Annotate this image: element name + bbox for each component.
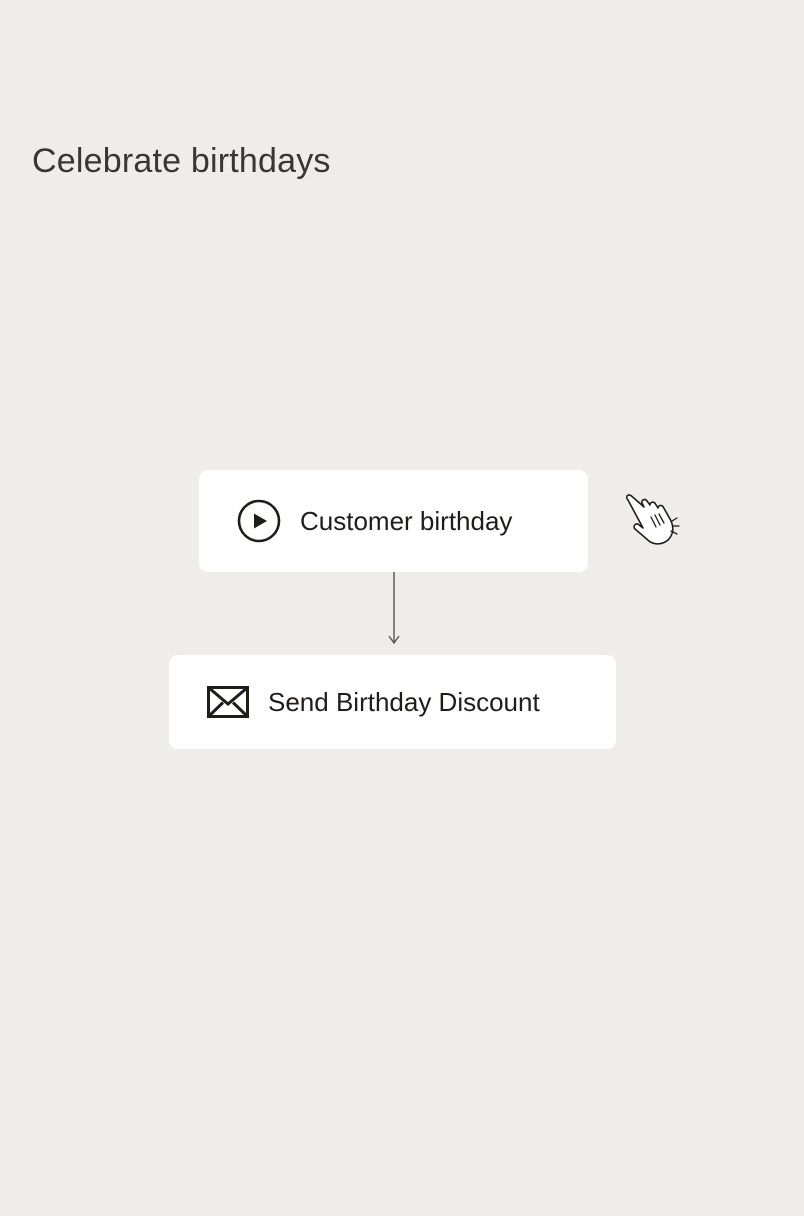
- trigger-node-label: Customer birthday: [300, 505, 513, 536]
- envelope-icon: [207, 686, 249, 718]
- action-node-label: Send Birthday Discount: [268, 686, 540, 717]
- play-circle-icon: [237, 499, 281, 543]
- action-node-send-birthday-discount[interactable]: Send Birthday Discount: [169, 655, 616, 749]
- arrow-down-icon: [388, 572, 400, 645]
- hand-pointer-icon: [625, 494, 680, 545]
- trigger-node-customer-birthday[interactable]: Customer birthday: [199, 470, 588, 572]
- page-title: Celebrate birthdays: [32, 142, 331, 180]
